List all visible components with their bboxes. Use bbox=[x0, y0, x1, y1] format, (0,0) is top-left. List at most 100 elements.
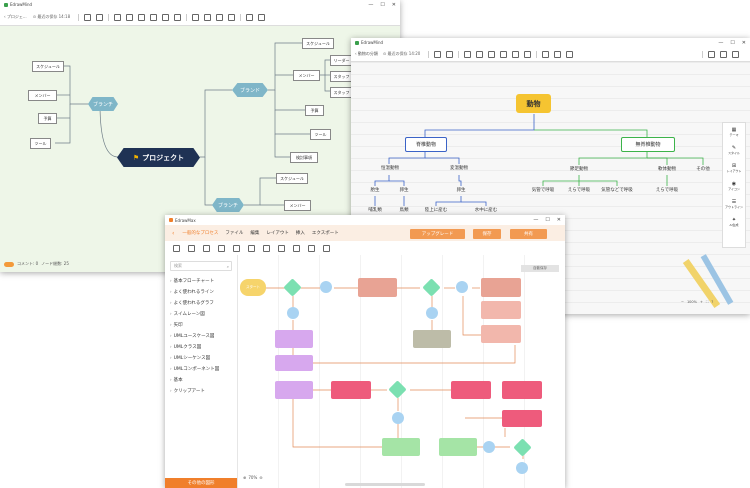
library-common-graphs[interactable]: ›よく使われるグラフ bbox=[170, 300, 214, 306]
menu-edit[interactable]: 編集 bbox=[250, 231, 260, 236]
library-uml-usecase[interactable]: ›UMLユースケース図 bbox=[170, 333, 215, 339]
share-button[interactable]: 共有 bbox=[510, 229, 547, 239]
bottom-node-member[interactable]: メンバー bbox=[284, 200, 311, 211]
style-panel-button[interactable]: ✎スタイル bbox=[727, 145, 740, 155]
connector-2[interactable] bbox=[456, 281, 468, 293]
theme-panel-button[interactable]: ▦テーマ bbox=[729, 127, 739, 137]
edit-tools[interactable] bbox=[78, 13, 108, 21]
insert-tools[interactable] bbox=[458, 50, 536, 58]
topic-vertebrates[interactable]: 脊椎動物 bbox=[405, 137, 447, 152]
present-icon[interactable] bbox=[258, 13, 266, 21]
group-icon[interactable] bbox=[323, 244, 330, 252]
relation-icon[interactable] bbox=[500, 50, 508, 58]
zoom-out-icon[interactable]: − bbox=[681, 300, 684, 304]
library-clipart[interactable]: ›クリップアート bbox=[170, 388, 205, 394]
connector-icon[interactable] bbox=[233, 244, 240, 252]
view-tools[interactable] bbox=[240, 13, 270, 21]
window-controls[interactable]: —☐✕ bbox=[368, 2, 396, 8]
label-trachea-etc[interactable]: 気管などで呼吸 bbox=[601, 188, 633, 193]
label-arthropods[interactable]: 節足動物 bbox=[570, 167, 588, 172]
maximize-icon[interactable]: ☐ bbox=[380, 1, 385, 8]
menu-file[interactable]: ファイル bbox=[225, 231, 244, 236]
edit-tools[interactable] bbox=[428, 50, 458, 58]
share-icon[interactable] bbox=[720, 50, 727, 58]
connector-5[interactable] bbox=[392, 412, 404, 424]
connector-4[interactable] bbox=[426, 307, 438, 319]
process-red-1[interactable] bbox=[331, 381, 371, 399]
image-icon[interactable] bbox=[554, 50, 562, 58]
left-node-schedule[interactable]: スケジュール bbox=[32, 61, 64, 72]
process-2[interactable] bbox=[481, 278, 521, 297]
member-sub-staff-2[interactable]: スタッフ bbox=[330, 87, 353, 98]
open-icon[interactable] bbox=[732, 50, 739, 58]
start-node[interactable]: スタート bbox=[240, 279, 266, 296]
label-oviparous-cold[interactable]: 卵生 bbox=[456, 188, 466, 193]
center-topic[interactable]: ⚑プロジェクト bbox=[117, 148, 200, 167]
link-icon[interactable] bbox=[542, 50, 550, 58]
summary-icon[interactable] bbox=[162, 13, 170, 21]
undo-icon[interactable] bbox=[84, 13, 92, 21]
top-node-member[interactable]: メンバー bbox=[293, 70, 320, 81]
minimize-icon[interactable]: — bbox=[533, 217, 539, 223]
toggle-switch[interactable] bbox=[4, 261, 14, 267]
library-common-lines[interactable]: ›よく使われるライン bbox=[170, 289, 214, 295]
label-warm[interactable]: 恒温動物 bbox=[381, 166, 399, 171]
fill-icon[interactable] bbox=[278, 244, 285, 252]
branch-top[interactable]: ブランド bbox=[232, 83, 268, 97]
floating-icon[interactable] bbox=[488, 50, 496, 58]
left-node-budget[interactable]: 予算 bbox=[38, 113, 57, 124]
library-swimlane[interactable]: ›スイムレーン図 bbox=[170, 311, 205, 317]
process-gray[interactable] bbox=[413, 330, 451, 348]
boundary-icon[interactable] bbox=[174, 13, 182, 21]
undo-icon[interactable] bbox=[434, 50, 442, 58]
connector-7[interactable] bbox=[516, 462, 528, 474]
undo-icon[interactable] bbox=[173, 244, 180, 252]
connector-1[interactable] bbox=[320, 281, 332, 293]
bottom-node-schedule[interactable]: スケジュール bbox=[276, 173, 308, 184]
member-sub-staff-1[interactable]: スタッフ bbox=[330, 71, 353, 82]
link-icon[interactable] bbox=[204, 13, 212, 21]
process-green-1[interactable] bbox=[382, 438, 420, 456]
library-uml-sequence[interactable]: ›UMLシーケンス図 bbox=[170, 355, 211, 361]
topic-icon[interactable] bbox=[114, 13, 122, 21]
outline-panel-button[interactable]: ☰アウトライン bbox=[724, 199, 743, 209]
relation-icon[interactable] bbox=[150, 13, 158, 21]
minimize-icon[interactable]: — bbox=[718, 39, 724, 46]
zoom-in-icon[interactable]: ⊕ bbox=[243, 474, 247, 480]
branch-left[interactable]: ブランチ bbox=[88, 97, 118, 111]
label-water-laying[interactable]: 水中に産む bbox=[474, 208, 498, 213]
label-mollusks[interactable]: 軟体動物 bbox=[658, 167, 676, 172]
top-node-schedule[interactable]: スケジュール bbox=[302, 38, 334, 49]
flag-icon[interactable] bbox=[246, 13, 254, 21]
subtopic-icon[interactable] bbox=[476, 50, 484, 58]
maximize-icon[interactable]: ☐ bbox=[545, 217, 550, 223]
label-cold[interactable]: 変温動物 bbox=[450, 166, 468, 171]
format-tools[interactable] bbox=[186, 13, 240, 21]
library-basic-flowchart[interactable]: ›基本フローチャート bbox=[170, 278, 215, 284]
zoom-in-icon[interactable]: + bbox=[699, 300, 703, 304]
top-node-budget[interactable]: 予算 bbox=[305, 105, 324, 116]
process-purple-1[interactable] bbox=[275, 330, 313, 348]
label-mammals[interactable]: 哺乳類 bbox=[368, 208, 382, 213]
redo-icon[interactable] bbox=[96, 13, 104, 21]
process-1[interactable] bbox=[358, 278, 397, 297]
summary-icon[interactable] bbox=[512, 50, 520, 58]
search-box[interactable]: 検索⌕ bbox=[170, 261, 232, 271]
more-shapes-button[interactable]: その他の図形 bbox=[165, 478, 237, 488]
close-icon[interactable]: ✕ bbox=[391, 1, 396, 8]
member-sub-leader[interactable]: リーダー bbox=[330, 55, 353, 66]
label-viviparous[interactable]: 胎生 bbox=[370, 188, 380, 193]
note-icon[interactable] bbox=[566, 50, 574, 58]
boundary-icon[interactable] bbox=[524, 50, 532, 58]
shape-icon[interactable] bbox=[203, 244, 210, 252]
image-icon[interactable] bbox=[216, 13, 224, 21]
subtopic-icon[interactable] bbox=[126, 13, 134, 21]
align-icon[interactable] bbox=[308, 244, 315, 252]
style-icon[interactable] bbox=[192, 13, 200, 21]
label-gills-1[interactable]: えらで呼吸 bbox=[567, 188, 591, 193]
menu-insert[interactable]: 挿入 bbox=[295, 231, 305, 236]
label-others[interactable]: その他 bbox=[696, 167, 710, 172]
ai-panel-button[interactable]: ✦AI生成 bbox=[729, 217, 739, 227]
format-tools[interactable] bbox=[536, 50, 578, 58]
left-node-tool[interactable]: ツール bbox=[30, 138, 51, 149]
